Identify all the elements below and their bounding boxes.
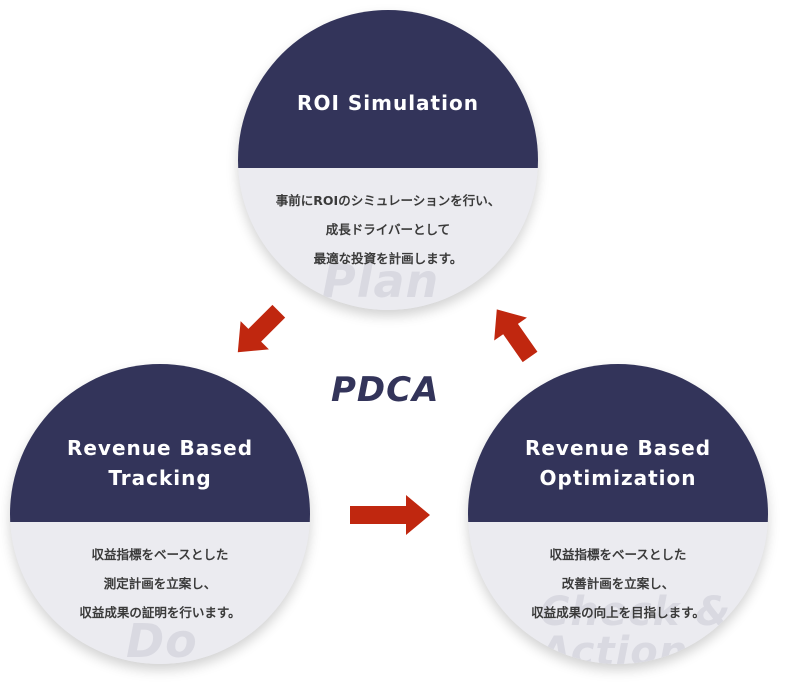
- plan-description-line: 最適な投資を計画します。: [313, 251, 463, 266]
- do-stage-circle: Revenue Based Tracking Do 収益指標をベースとした 測定…: [10, 364, 310, 664]
- arrow-check-to-plan-icon: [494, 309, 538, 363]
- do-watermark: Do: [126, 618, 198, 664]
- check-action-stage-title-line-1: Revenue Based: [524, 436, 712, 460]
- plan-watermark: Plan: [322, 258, 439, 304]
- plan-watermark-text: Plan: [322, 254, 440, 308]
- do-stage-header: Revenue Based Tracking: [10, 364, 310, 522]
- do-stage-description: 収益指標をベースとした 測定計画を立案し、 収益成果の証明を行います。: [10, 540, 310, 627]
- check-action-stage-title-line-2: Optimization: [539, 466, 697, 490]
- check-action-stage-body: [468, 522, 768, 664]
- do-watermark-text: Do: [126, 614, 198, 664]
- plan-stage-body: [238, 168, 538, 310]
- plan-stage-title: ROI Simulation: [297, 91, 479, 115]
- do-stage-title-line-1: Revenue Based: [66, 436, 254, 460]
- check-action-description-line: 収益成果の向上を目指します。: [531, 605, 705, 620]
- check-action-watermark: Check & Action: [540, 592, 731, 664]
- check-action-watermark-line-1: Check &: [540, 589, 732, 635]
- do-description-line: 測定計画を立案し、: [103, 576, 217, 591]
- arrow-do-to-check-icon: [350, 495, 430, 535]
- do-stage-title-line-2: Tracking: [108, 466, 212, 490]
- plan-stage-circle: ROI Simulation Plan 事前にROIのシミュレーションを行い、 …: [238, 10, 538, 310]
- plan-description-line: 事前にROIのシミュレーションを行い、: [275, 193, 501, 208]
- check-action-stage-header: Revenue Based Optimization: [468, 364, 768, 522]
- check-action-stage-circle: Revenue Based Optimization Check & Actio…: [468, 364, 768, 664]
- arrow-plan-to-do-icon: [237, 304, 286, 353]
- plan-stage-header: ROI Simulation: [238, 10, 538, 168]
- arrow-check-to-plan-shape: [494, 309, 538, 363]
- do-description-line: 収益成果の証明を行います。: [79, 605, 241, 620]
- check-action-description-line: 改善計画を立案し、: [561, 576, 675, 591]
- pdca-label: PDCA: [331, 370, 440, 410]
- check-action-description-line: 収益指標をベースとした: [549, 547, 687, 562]
- do-description-line: 収益指標をベースとした: [91, 547, 229, 562]
- arrow-plan-to-do-shape: [237, 304, 286, 353]
- plan-stage-description: 事前にROIのシミュレーションを行い、 成長ドライバーとして 最適な投資を計画し…: [238, 186, 538, 273]
- plan-description-line: 成長ドライバーとして: [325, 222, 451, 237]
- arrow-do-to-check-shape: [350, 495, 430, 535]
- do-stage-body: [10, 522, 310, 664]
- check-action-stage-description: 収益指標をベースとした 改善計画を立案し、 収益成果の向上を目指します。: [468, 540, 768, 627]
- check-action-watermark-line-2: Action: [540, 629, 689, 664]
